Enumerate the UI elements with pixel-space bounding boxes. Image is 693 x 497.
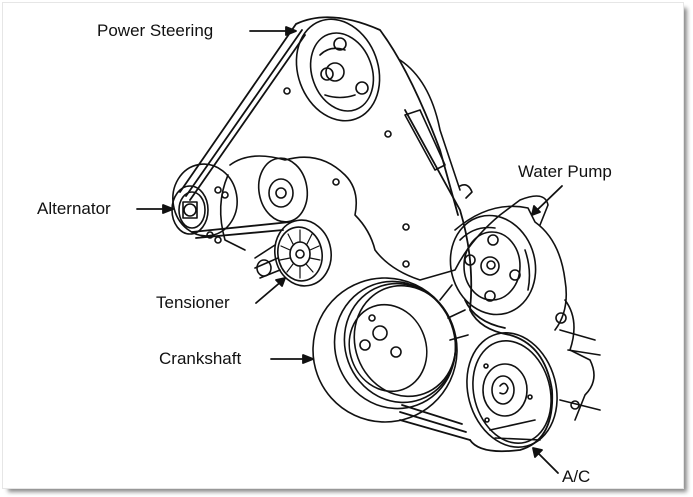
tensioner-arrow: [255, 277, 286, 304]
label-crankshaft: Crankshaft: [159, 349, 242, 368]
label-water-pump: Water Pump: [518, 162, 612, 181]
crankshaft-arrow: [270, 354, 314, 364]
label-arrows: [136, 26, 563, 474]
water-pump-arrow: [531, 185, 563, 216]
engine-cover: [219, 59, 601, 421]
ac-compressor-pulley: [466, 332, 558, 448]
power-steering-pulley: [295, 18, 381, 122]
water-pump-pulley: [449, 205, 568, 331]
label-power-steering: Power Steering: [97, 21, 214, 40]
label-ac: A/C: [562, 467, 591, 486]
label-alternator: Alternator: [37, 199, 111, 218]
idler-pulley: [257, 157, 309, 223]
crankshaft-pulley: [312, 277, 469, 423]
tensioner-pulley: [254, 219, 332, 287]
ac-arrow: [532, 447, 559, 474]
alternator-arrow: [136, 204, 174, 214]
label-tensioner: Tensioner: [156, 293, 230, 312]
serpentine-belt: [179, 16, 554, 453]
power-steering-arrow: [249, 26, 297, 36]
